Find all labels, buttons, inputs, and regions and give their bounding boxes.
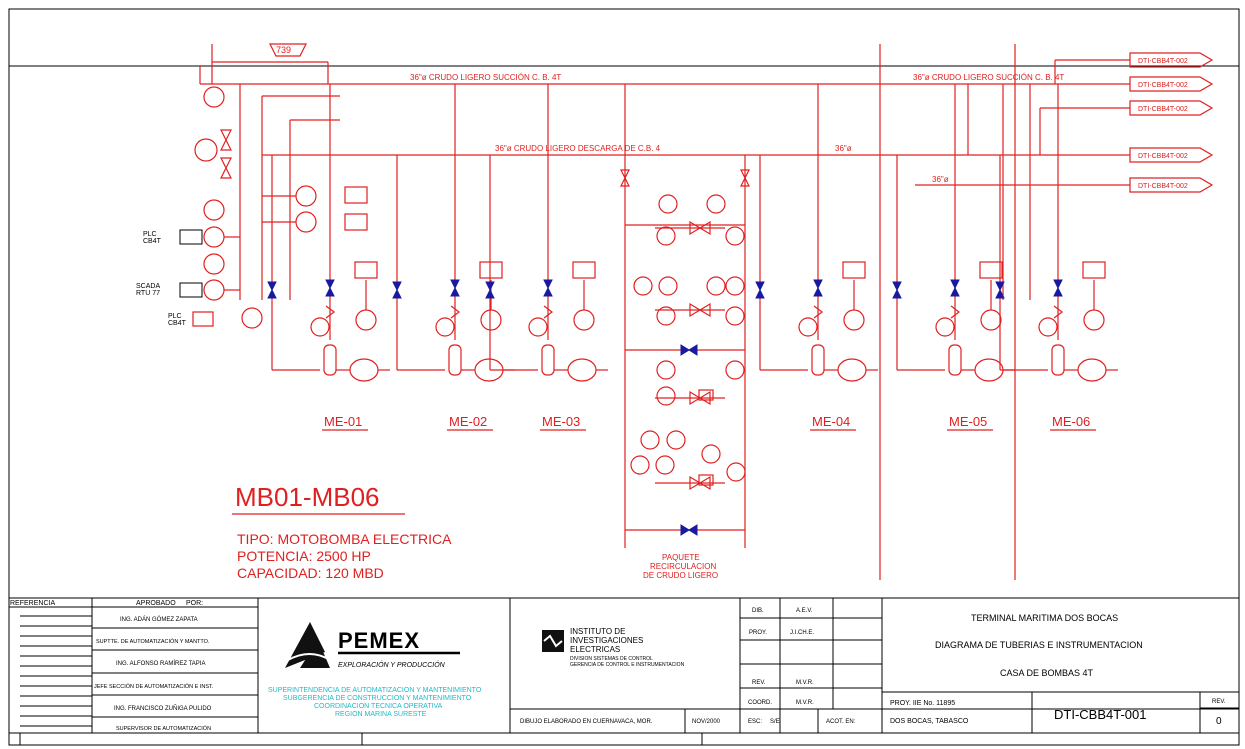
project-title-2: DIAGRAMA DE TUBERIAS E INSTRUMENTACION [935,640,1143,650]
plc-label-1: PLC [143,231,157,238]
pump-train: ME-05 [892,84,1015,431]
pump-label: ME-01 [324,414,362,429]
pemex-dept-2: SUBGERENCIA DE CONSTRUCCION Y MANTENIMIE… [283,695,472,702]
top-tag: 739 [269,43,307,57]
drawing-frame [8,8,1240,746]
small-header-label: 36"ø [932,175,949,184]
plc-label-2: PLC [168,313,182,320]
pump-train: ME-04 [755,84,878,431]
top-tag-label: 739 [276,45,291,55]
iie-logo [542,630,564,652]
coord-label: COORD. [748,700,772,706]
pemex-subtitle: EXPLORACIÓN Y PRODUCCIÓN [338,660,446,669]
iie-division: DIVISION SISTEMAS DE CONTROL [570,656,653,662]
iie-name-3: ELECTRICAS [570,645,620,654]
revision-label: REV. [1212,699,1226,705]
pump-trains: ME-01 ME-02 ME-03 ME-04 ME-05 ME-06 [267,84,1118,431]
pump-label: ME-04 [812,414,850,429]
pemex-logo: PEMEX EXPLORACIÓN Y PRODUCCIÓN [285,622,460,669]
equipment-title: MB01-MB06 TIPO: MOTOBOMBA ELECTRICA POTE… [232,482,452,581]
pemex-name: PEMEX [338,628,420,653]
approved-label: APROBADO [136,600,176,607]
equipment-power: POTENCIA: 2500 HP [237,548,371,564]
package-label-3: DE CRUDO LIGERO [643,571,718,580]
offpage-label-1: DTI-CBB4T-002 [1138,58,1188,65]
package-label-1: PAQUETE [662,553,700,562]
rtu-label: RTU 77 [136,290,160,297]
suction-header: 36"ø CRUDO LIGERO SUCCIÓN C. B. 4T 36"ø … [199,44,1130,85]
reference-label: REFERENCIA [10,600,55,607]
project-location: DOS BOCAS, TABASCO [890,718,969,725]
iie-name-1: INSTITUTO DE [570,627,625,636]
offpage-label-4: DTI-CBB4T-002 [1138,153,1188,160]
pump-label: ME-05 [949,414,987,429]
approver-2: ING. ALFONSO RAMÍREZ TAPIA [116,660,205,667]
suction-header-label-right: 36"ø CRUDO LIGERO SUCCIÓN C. B. 4T [913,73,1064,82]
offpage-label-3: DTI-CBB4T-002 [1138,106,1188,113]
pump-train: ME-01 [267,84,390,431]
project-title-1: TERMINAL MARITIMA DOS BOCAS [971,613,1118,623]
pump-train: ME-06 [995,84,1118,431]
project-label: PROY. [749,630,767,636]
dimensions-label: ACOT. EN: [826,719,856,725]
scada-label: SCADA [136,283,160,290]
drawn-by-label: DIB. [752,608,764,614]
review-value: M.V.R. [796,680,814,686]
revision-number: 0 [1216,716,1222,727]
pump-label: ME-03 [542,414,580,429]
by-label: POR: [186,600,203,607]
pemex-dept-4: REGION MARINA SURESTE [335,711,427,718]
discharge-header-label: 36"ø CRUDO LIGERO DESCARGA DE C.B. 4 [495,144,661,153]
pump-label: ME-02 [449,414,487,429]
offpage-label-2: DTI-CBB4T-002 [1138,82,1188,89]
pemex-dept-3: COORDINACION TECNICA OPERATIVA [314,703,443,710]
equipment-title-text: MB01-MB06 [235,482,380,512]
offpage-label-5: DTI-CBB4T-002 [1138,183,1188,190]
drawing-number: DTI-CBB4T-001 [1054,707,1146,722]
discharge-header: 36"ø CRUDO LIGERO DESCARGA DE C.B. 4 36"… [262,144,1130,156]
title-block: REFERENCIA APROBADO POR: ING. ADÁN GÓMEZ… [9,597,1239,745]
coord-value: M.V.R. [796,700,814,706]
recirculation-package: PAQUETE RECIRCULACION DE CRUDO LIGERO [620,84,750,580]
package-label-2: RECIRCULACION [650,562,716,571]
left-instrument-column: PLC CB4T SCADA RTU 77 PLC CB4T [136,84,368,329]
project-number: PROY. IIE No. 11895 [890,700,955,707]
pemex-dept-1: SUPERINTENDENCIA DE AUTOMATIZACION Y MAN… [268,687,482,694]
right-risers [879,44,1130,580]
iie-name-2: INVESTIGACIONES [570,636,643,645]
cb4t-label-2: CB4T [168,320,187,327]
approver-3: ING. FRANCISCO ZUÑIGA PULIDO [114,705,212,712]
iie-gerencia: GERENCIA DE CONTROL E INSTRUMENTACION [570,662,685,668]
approver-2-role: JEFE SECCIÓN DE AUTOMATIZACIÓN E INST. [94,683,214,690]
drawn-by-value: A.E.V. [796,608,813,614]
cb4t-label-1: CB4T [143,238,162,245]
project-value: J.I.CH.E. [790,630,814,636]
review-label: REV. [752,680,766,686]
pump-train: ME-02 [392,84,515,431]
discharge-right-label: 36"ø [835,144,852,153]
equipment-capacity: CAPACIDAD: 120 MBD [237,565,384,581]
drawn-location: DIBUJO ELABORADO EN CUERNAVACA, MOR. [520,719,653,725]
project-title-3: CASA DE BOMBAS 4T [1000,668,1094,678]
scale-value: S/E [770,719,780,725]
approver-1: ING. ADÁN GÓMEZ ZAPATA [120,616,198,623]
scale-label: ESC: [748,719,762,725]
pump-train: ME-03 [485,84,608,431]
suction-header-label: 36"ø CRUDO LIGERO SUCCIÓN C. B. 4T [410,73,561,82]
drawn-date: NOV/2000 [692,719,721,725]
small-header: 36"ø [915,175,1130,186]
offpage-connectors: DTI-CBB4T-002 DTI-CBB4T-002 DTI-CBB4T-00… [1129,52,1214,193]
pump-label: ME-06 [1052,414,1090,429]
equipment-type: TIPO: MOTOBOMBA ELECTRICA [237,531,452,547]
approver-1-role: SUPTTE. DE AUTOMATIZACIÓN Y MANTTO. [96,638,210,645]
approver-3-role: SUPERVISOR DE AUTOMATIZACIÓN [116,725,211,732]
